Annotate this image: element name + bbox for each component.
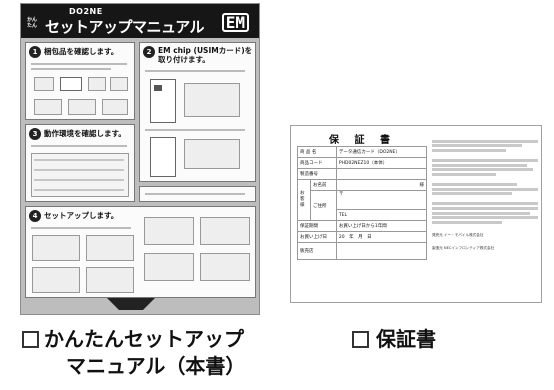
warranty-label: 保証書 bbox=[376, 327, 436, 351]
manual-section-1: 1 梱包品を確認します。 bbox=[25, 42, 135, 120]
manual-header: DO2NE かん たん セットアップマニュアル EM bbox=[21, 4, 259, 38]
manual-model: DO2NE bbox=[69, 7, 103, 16]
warranty-label: 商 品 名 bbox=[297, 146, 337, 158]
warranty-value: 様 bbox=[335, 179, 428, 191]
section-1-title: 梱包品を確認します。 bbox=[44, 47, 119, 56]
warranty-value: 20 年 月 日 bbox=[335, 231, 428, 243]
section-4-number: 4 bbox=[29, 210, 41, 222]
warranty-value: データ通信カード（DO2NE） bbox=[335, 146, 428, 158]
table-row: ご住所 〒 bbox=[298, 190, 428, 221]
manual-section-3: 3 動作環境を確認します。 bbox=[25, 124, 135, 202]
manual-section-2-continued bbox=[139, 186, 256, 202]
warranty-table: 商 品 名 データ通信カード（DO2NE） 商品コード PHD02NEZ10（本… bbox=[297, 146, 428, 260]
warranty-notes: 発売元 イー・モバイル株式会社 製造元 NECインフロンティア株式会社 bbox=[432, 138, 538, 251]
warranty-maker: 製造元 NECインフロンティア株式会社 bbox=[432, 246, 495, 251]
table-row: 販売店 bbox=[297, 242, 428, 260]
manual-title: セットアップマニュアル bbox=[45, 18, 205, 36]
warranty-label: 製造番号 bbox=[297, 168, 337, 180]
warranty-side-label: お客様 bbox=[297, 179, 311, 221]
setup-manual-image: DO2NE かん たん セットアップマニュアル EM 1 梱包品を確認します。 … bbox=[20, 3, 260, 315]
table-row: お買い上げ日 20 年 月 日 bbox=[297, 231, 428, 243]
warranty-seller: 発売元 イー・モバイル株式会社 bbox=[432, 233, 484, 238]
warranty-value: お買い上げ日から1年間 bbox=[335, 220, 428, 232]
warranty-value: PHD02NEZ10（本体） bbox=[335, 157, 428, 169]
manual-label-line1: かんたんセットアップ bbox=[44, 327, 244, 351]
section-4-title: セットアップします。 bbox=[44, 211, 119, 220]
warranty-label: 販売店 bbox=[297, 242, 337, 260]
warranty-value: 〒 bbox=[335, 190, 428, 210]
manual-footer-tab bbox=[107, 298, 155, 310]
section-3-title: 動作環境を確認します。 bbox=[44, 129, 126, 138]
section-1-number: 1 bbox=[29, 46, 41, 58]
table-row: 商 品 名 データ通信カード（DO2NE） bbox=[297, 146, 428, 158]
warranty-label: ご住所 bbox=[310, 190, 337, 221]
manual-section-4: 4 セットアップします。 bbox=[25, 206, 256, 298]
warranty-label: お名前 bbox=[310, 179, 337, 191]
section-3-number: 3 bbox=[29, 128, 41, 140]
manual-kanntan-mark: かん たん bbox=[27, 17, 38, 29]
section-2-title: EM chip (USIMカード)を 取り付けます。 bbox=[158, 46, 253, 64]
warranty-value: TEL bbox=[335, 209, 428, 221]
warranty-label: 保証期間 bbox=[297, 220, 337, 232]
table-row: 保証期間 お買い上げ日から1年間 bbox=[297, 220, 428, 232]
section-2-number: 2 bbox=[143, 46, 155, 58]
warranty-label: 商品コード bbox=[297, 157, 337, 169]
warranty-value bbox=[335, 242, 428, 260]
warranty-label: お買い上げ日 bbox=[297, 231, 337, 243]
table-row: 製造番号 bbox=[297, 168, 428, 180]
warranty-title: 保 証 書 bbox=[329, 135, 396, 146]
manual-section-2: 2 EM chip (USIMカード)を 取り付けます。 bbox=[139, 42, 256, 182]
table-row: お客様 お名前 様 bbox=[297, 179, 428, 221]
table-row: 商品コード PHD02NEZ10（本体） bbox=[297, 157, 428, 169]
em-logo: EM bbox=[221, 13, 249, 32]
warranty-card-image: 保 証 書 商 品 名 データ通信カード（DO2NE） 商品コード PHD02N… bbox=[290, 125, 542, 303]
warranty-checkbox[interactable] bbox=[352, 331, 369, 348]
manual-label-line2: マニュアル（本書） bbox=[66, 354, 246, 378]
manual-checkbox[interactable] bbox=[22, 331, 39, 348]
warranty-value bbox=[335, 168, 428, 180]
